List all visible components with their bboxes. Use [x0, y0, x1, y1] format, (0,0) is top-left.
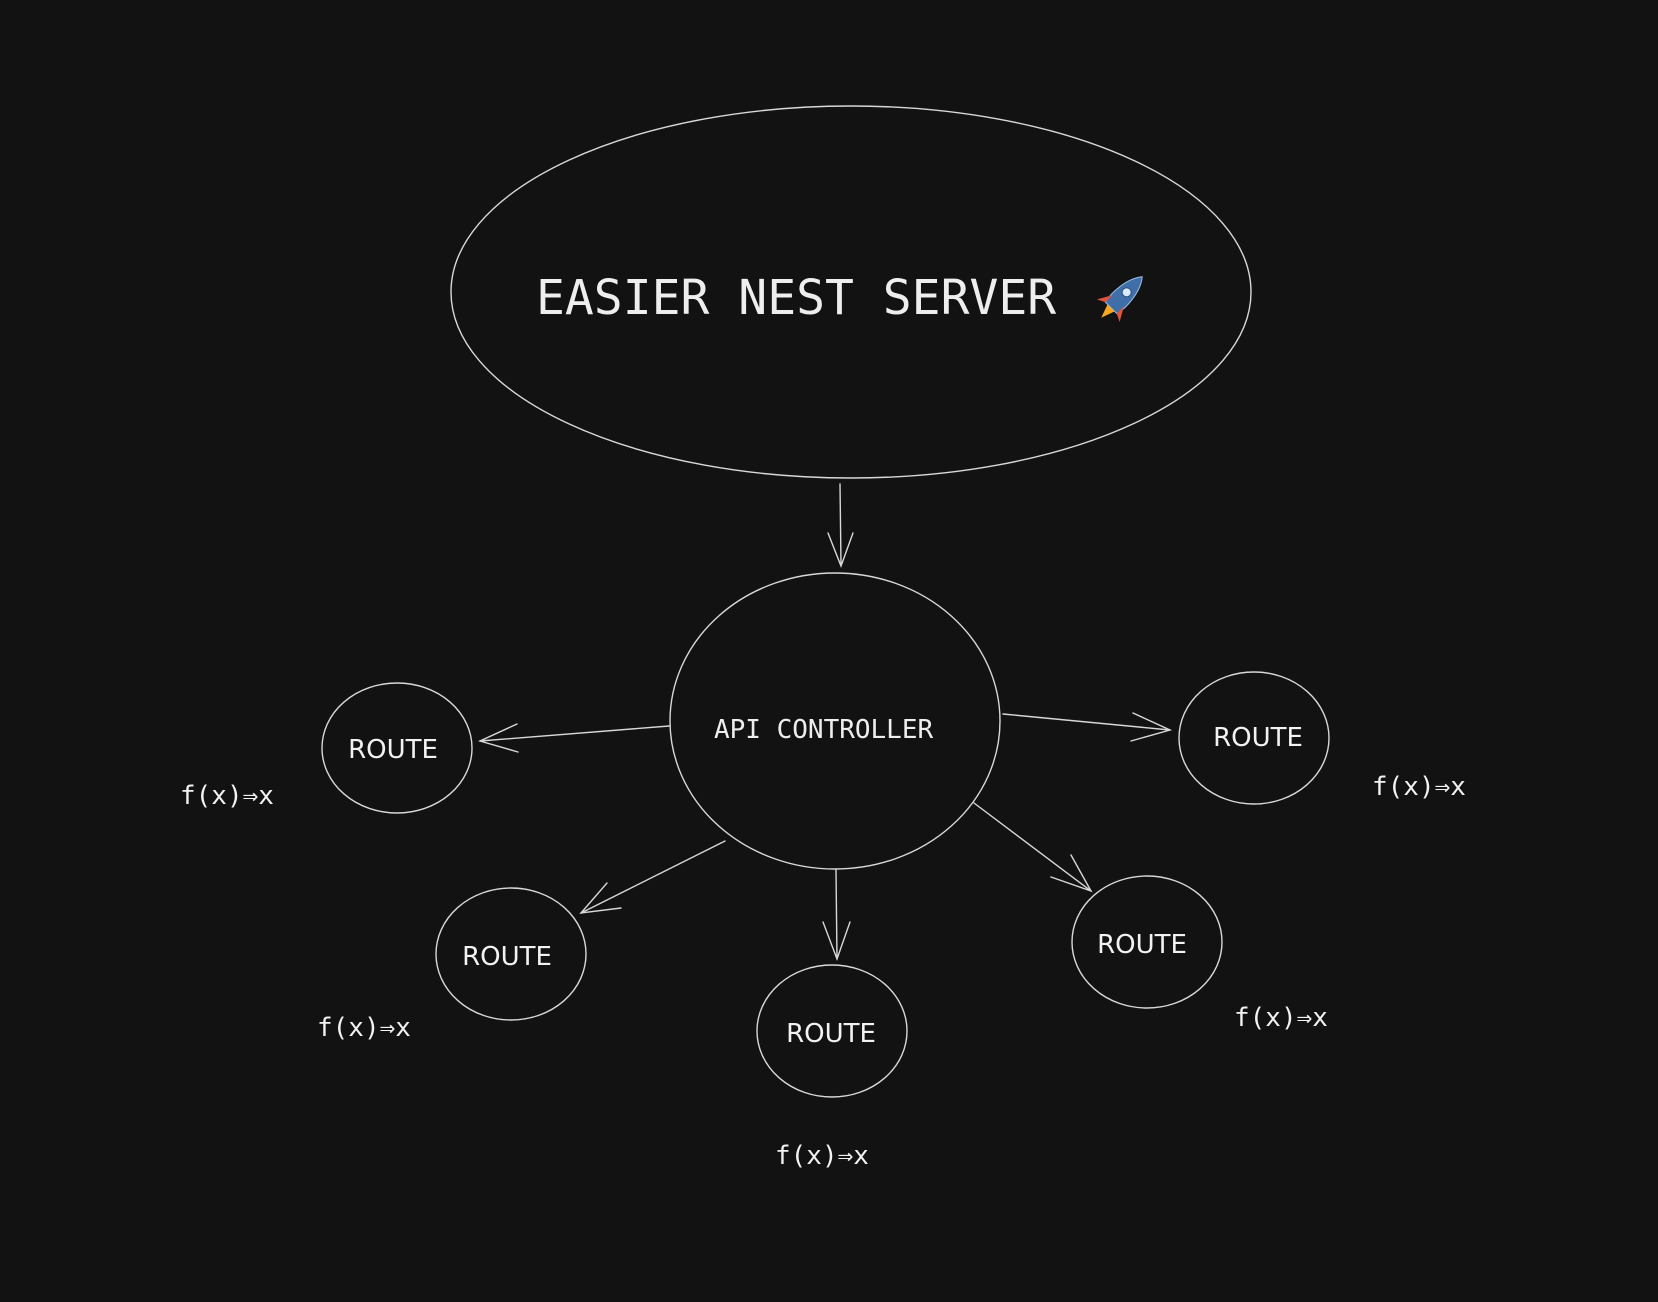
- route-node-right: ROUTE f(x)⇒x: [1178, 671, 1466, 805]
- route-label: ROUTE: [348, 735, 438, 765]
- edge-controller-route-right: [1002, 712, 1173, 742]
- edge-server-controller: [827, 483, 854, 568]
- route-ellipse: [756, 964, 908, 1098]
- route-label: ROUTE: [462, 942, 552, 972]
- route-ellipse: [321, 682, 473, 814]
- route-ellipse: [435, 887, 587, 1021]
- controller-label: API CONTROLLER: [714, 715, 933, 745]
- edge-controller-route-bottom: [822, 869, 851, 962]
- route-ellipse: [1178, 671, 1330, 805]
- server-ellipse: [450, 105, 1252, 479]
- route-annotation: f(x)⇒x: [775, 1141, 869, 1171]
- server-node: EASIER NEST SERVER: [450, 105, 1252, 479]
- route-ellipse: [1071, 875, 1223, 1009]
- server-title: EASIER NEST SERVER: [536, 270, 1056, 326]
- route-label: ROUTE: [786, 1019, 876, 1049]
- edge-controller-route-lower-right: [973, 802, 1093, 893]
- controller-ellipse: [669, 572, 1001, 870]
- route-annotation: f(x)⇒x: [180, 781, 274, 811]
- route-label: ROUTE: [1213, 723, 1303, 753]
- route-node-left: ROUTE f(x)⇒x: [180, 682, 473, 814]
- edge-controller-route-lower-left: [579, 840, 726, 914]
- route-annotation: f(x)⇒x: [1372, 772, 1466, 802]
- rocket-icon: [1096, 276, 1143, 323]
- controller-node: API CONTROLLER: [669, 572, 1001, 870]
- route-node-lower-left: ROUTE f(x)⇒x: [317, 887, 587, 1043]
- route-annotation: f(x)⇒x: [1234, 1003, 1328, 1033]
- route-node-lower-right: ROUTE f(x)⇒x: [1071, 875, 1328, 1033]
- route-label: ROUTE: [1097, 930, 1187, 960]
- edge-controller-route-left: [477, 723, 670, 753]
- route-annotation: f(x)⇒x: [317, 1013, 411, 1043]
- route-node-bottom: ROUTE f(x)⇒x: [756, 964, 908, 1171]
